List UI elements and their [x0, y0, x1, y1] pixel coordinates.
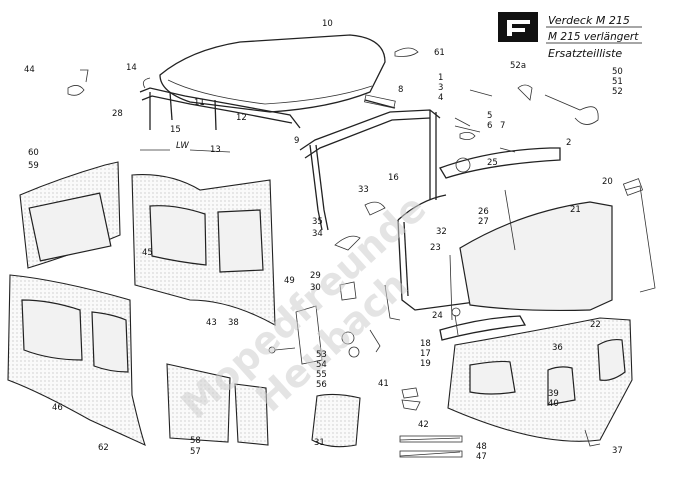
part-label-27: 27 [478, 217, 489, 227]
part-label-46: 46 [52, 403, 63, 413]
part-label-61: 61 [434, 48, 445, 58]
part-label-28: 28 [112, 109, 123, 119]
hardware [268, 47, 601, 458]
part-label-11: 11 [194, 98, 205, 108]
part-label-9: 9 [294, 136, 299, 146]
part-label-26: 26 [478, 207, 489, 217]
part-label-24: 24 [432, 311, 443, 321]
part-label-3: 3 [438, 83, 443, 93]
part-label-6: 6 [487, 121, 492, 131]
part-label-37: 37 [612, 446, 623, 456]
logo-f-icon [507, 20, 530, 36]
part-label-35: 35 [312, 217, 323, 227]
part-label-31: 31 [314, 438, 325, 448]
part-label-29: 29 [310, 271, 321, 281]
part-label-22: 22 [590, 320, 601, 330]
header-title-line3: Ersatzteilliste [548, 47, 622, 60]
part-label-23: 23 [430, 243, 441, 253]
part-label-14: 14 [126, 63, 137, 73]
part-label-21: 21 [570, 205, 581, 215]
header: F Verdeck M 215 M 215 verlängert Ersatzt… [0, 0, 642, 60]
part-label-58: 58 [190, 436, 201, 446]
part-label-20: 20 [602, 177, 613, 187]
part-label-36: 36 [552, 343, 563, 353]
left-curtains [7, 69, 276, 447]
header-title-line2: M 215 verlängert [548, 31, 639, 43]
part-label-39: 39 [548, 389, 559, 399]
part-label-4: 4 [438, 93, 443, 103]
part-label-56: 56 [316, 380, 327, 390]
part-label-7: 7 [500, 121, 505, 131]
header-title-line1: Verdeck M 215 [548, 14, 630, 27]
side-frame [299, 89, 516, 231]
part-label-32: 32 [436, 227, 447, 237]
part-label-62: 62 [98, 443, 109, 453]
loose-panels [166, 363, 361, 448]
part-label-5: 5 [487, 111, 492, 121]
part-label-50: 50 [612, 67, 623, 77]
part-label-19: 19 [420, 359, 431, 369]
part-label-52a: 52a [510, 61, 526, 71]
part-label-34: 34 [312, 229, 323, 239]
part-label-52: 52 [612, 87, 623, 97]
lower-front-panel [384, 284, 633, 442]
part-label-13: 13 [210, 145, 221, 155]
part-label-12: 12 [236, 113, 247, 123]
part-label-51: 51 [612, 77, 623, 87]
part-label-42: 42 [418, 420, 429, 430]
part-label-48: 48 [476, 442, 487, 452]
part-label-49: 49 [284, 276, 295, 286]
logo-letter: F [0, 0, 1, 1]
part-label-60: 60 [28, 148, 39, 158]
windshield [397, 147, 656, 333]
part-label-47: 47 [476, 452, 487, 462]
part-label-33: 33 [358, 185, 369, 195]
part-label-53: 53 [316, 350, 327, 360]
part-label-38: 38 [228, 318, 239, 328]
part-label-10: 10 [322, 19, 333, 29]
part-label-18: 18 [420, 339, 431, 349]
dimension-label: LW [176, 141, 189, 151]
part-label-41: 41 [378, 379, 389, 389]
part-label-43: 43 [206, 318, 217, 328]
part-label-45: 45 [142, 248, 153, 258]
frame-bows [139, 77, 301, 131]
part-label-8: 8 [398, 85, 403, 95]
part-label-57: 57 [190, 447, 201, 457]
part-label-25: 25 [487, 158, 498, 168]
roof-panel [159, 34, 386, 113]
part-label-16: 16 [388, 173, 399, 183]
part-label-15: 15 [170, 125, 181, 135]
part-label-44: 44 [24, 65, 35, 75]
part-label-54: 54 [316, 360, 327, 370]
part-label-30: 30 [310, 283, 321, 293]
part-label-2: 2 [566, 138, 571, 148]
part-label-59: 59 [28, 161, 39, 171]
part-label-55: 55 [316, 370, 327, 380]
part-label-40: 40 [548, 399, 559, 409]
part-label-1: 1 [438, 73, 443, 83]
logo-box [498, 12, 538, 42]
part-label-17: 17 [420, 349, 431, 359]
